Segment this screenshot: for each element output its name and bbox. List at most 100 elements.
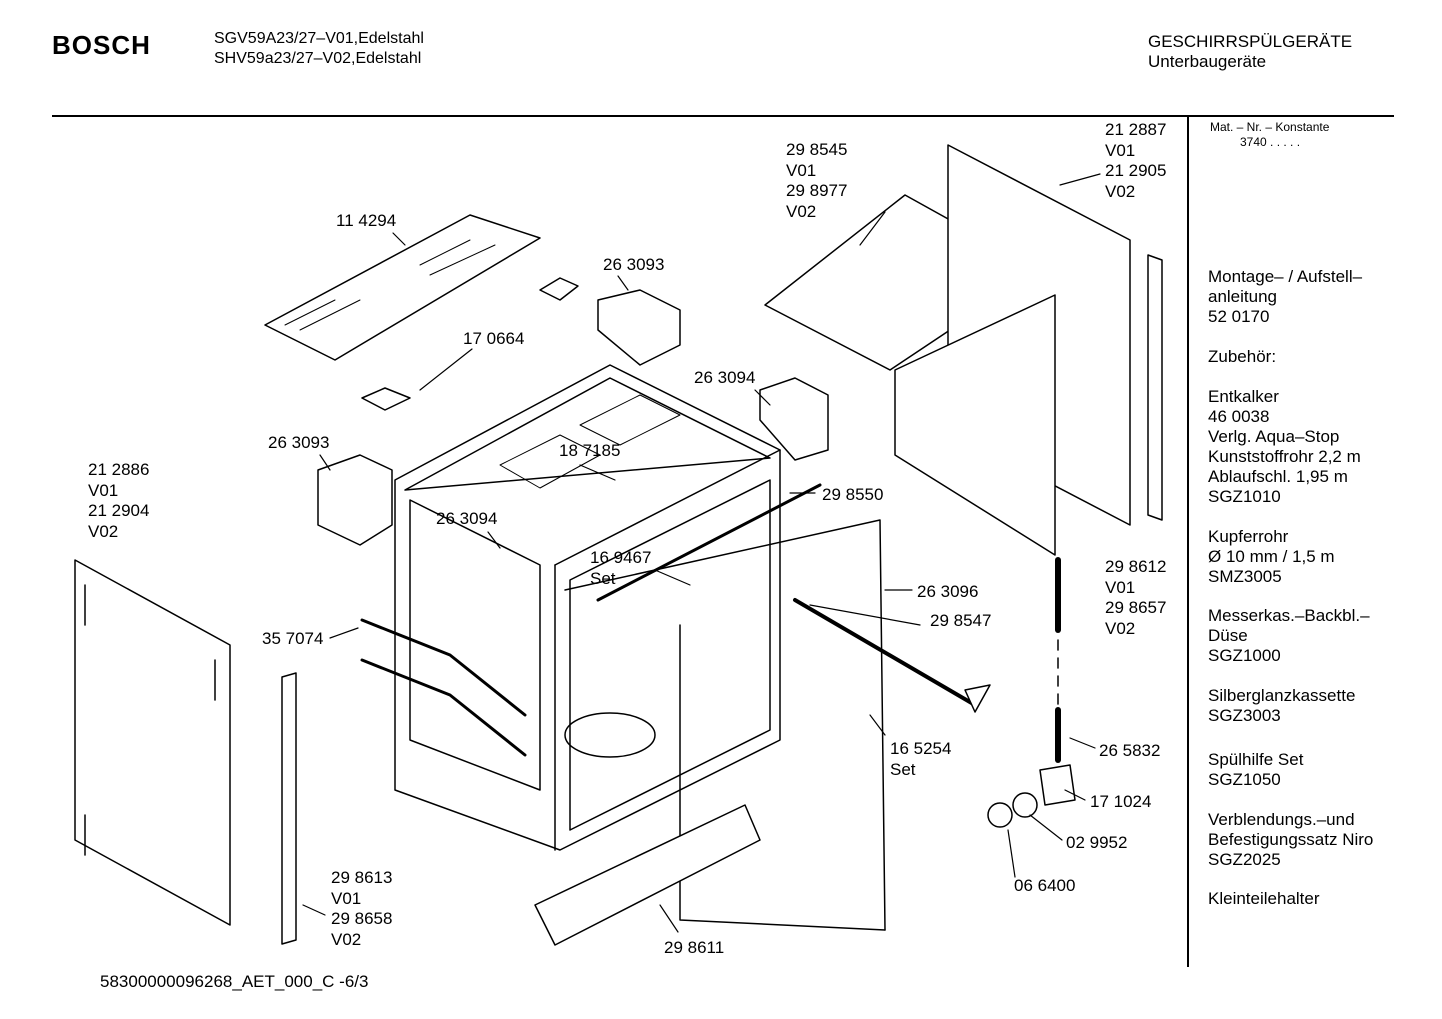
part-number-line: 26 3093 xyxy=(603,255,665,274)
category-subtitle: Unterbaugeräte xyxy=(1148,52,1267,71)
accessory-line: Kunststoffrohr 2,2 m xyxy=(1208,447,1361,466)
part-number-line: 26 3096 xyxy=(917,582,979,601)
part-number-line: 21 2905 xyxy=(1105,161,1167,180)
document-id: 58300000096268_AET_000_C -6/3 xyxy=(100,972,369,991)
part-valve-fitting xyxy=(987,764,1076,828)
part-number-line: V01 xyxy=(88,480,119,500)
accessory-line: Silberglanzkassette xyxy=(1208,686,1356,705)
accessory-line: SGZ1010 xyxy=(1208,487,1281,506)
part-number-line: 17 0664 xyxy=(463,329,525,348)
part-label: 17 1024 xyxy=(1090,792,1151,813)
accessory-line: Spülhilfe Set xyxy=(1208,750,1304,769)
part-number-line: 26 3093 xyxy=(268,433,330,452)
category-title: GESCHIRRSPÜLGERÄTE xyxy=(1148,32,1353,51)
mat-nr-value: 3740 . . . . . xyxy=(1240,135,1301,149)
sidebar-divider xyxy=(1187,117,1189,967)
part-number-line: V02 xyxy=(786,201,817,221)
model-line-1: SGV59A23/27–V01,Edelstahl xyxy=(214,30,424,47)
accessory-line: Ablaufschl. 1,95 m xyxy=(1208,467,1348,486)
accessory-line: Entkalker xyxy=(1208,387,1279,406)
part-label: 18 7185 xyxy=(559,441,620,462)
part-number-line: 21 2904 xyxy=(88,501,150,520)
part-number-line: 29 8550 xyxy=(822,485,884,504)
part-label: 26 3094 xyxy=(694,368,755,389)
part-number-line: 02 9952 xyxy=(1066,833,1128,852)
part-number-line: 26 3094 xyxy=(436,509,498,528)
part-number-line: 11 4294 xyxy=(336,211,397,230)
part-number-line: 21 2887 xyxy=(1105,120,1167,139)
part-number-line: V01 xyxy=(1105,140,1136,160)
part-spray-arm xyxy=(793,598,991,713)
part-number-line: 29 8613 xyxy=(331,868,393,887)
accessory-line: Verlg. Aqua–Stop xyxy=(1208,427,1340,446)
part-tub-body xyxy=(394,364,781,851)
part-number-line: 35 7074 xyxy=(262,629,324,648)
mat-nr-label: Mat. – Nr. – Konstante xyxy=(1210,120,1330,134)
part-number-line: 29 8547 xyxy=(930,611,992,630)
part-label: 29 8547 xyxy=(930,611,991,632)
part-side-panel-right xyxy=(894,144,1131,556)
part-door-seal xyxy=(564,519,886,931)
part-number-line: 06 6400 xyxy=(1014,876,1076,895)
accessory-line: SGZ1050 xyxy=(1208,770,1281,789)
accessory-line: Ø 10 mm / 1,5 m xyxy=(1208,547,1335,566)
accessory-line: Verblendungs.–und xyxy=(1208,810,1355,829)
part-number-line: 29 8657 xyxy=(1105,598,1167,617)
part-mounting-bracket xyxy=(361,277,579,411)
part-label: 06 6400 xyxy=(1014,876,1075,897)
part-number-line: 21 2886 xyxy=(88,460,150,479)
accessory-line: Düse xyxy=(1208,626,1248,645)
part-label: 26 3093 xyxy=(603,255,664,276)
accessory-line: SMZ3005 xyxy=(1208,567,1282,586)
part-number-line: 26 5832 xyxy=(1099,741,1161,760)
part-number-line: 16 9467 xyxy=(590,548,652,567)
part-number-line: 29 8611 xyxy=(664,938,725,957)
part-number-line: V02 xyxy=(1105,618,1136,638)
accessory-block: Kleinteilehalter xyxy=(1208,889,1320,909)
part-bracket-left xyxy=(317,454,393,546)
accessory-block: Zubehör: xyxy=(1208,347,1276,367)
part-number-line: V01 xyxy=(786,160,817,180)
part-number-line: V02 xyxy=(331,929,362,949)
part-number-line: 29 8658 xyxy=(331,909,393,928)
part-number-line: 26 3094 xyxy=(694,368,756,387)
part-side-panel-left xyxy=(74,559,231,926)
accessory-line: SGZ2025 xyxy=(1208,850,1281,869)
accessory-line: Kupferrohr xyxy=(1208,527,1289,546)
part-label: 29 8550 xyxy=(822,485,883,506)
accessory-line: SGZ3003 xyxy=(1208,706,1281,725)
part-number-line: V01 xyxy=(1105,577,1136,597)
part-label: 26 3094 xyxy=(436,509,497,530)
part-number-line: Set xyxy=(590,568,616,588)
accessory-line: anleitung xyxy=(1208,287,1278,306)
part-trim-strip-left xyxy=(281,672,297,945)
accessory-line: Messerkas.–Backbl.– xyxy=(1208,606,1370,625)
part-base-plate xyxy=(534,804,761,946)
part-number-line: V01 xyxy=(331,888,362,908)
part-number-line: 17 1024 xyxy=(1090,792,1152,811)
part-label: 26 3093 xyxy=(268,433,329,454)
accessory-line: Montage– / Aufstell– xyxy=(1208,267,1363,286)
header-divider xyxy=(52,115,1394,117)
accessory-line: 46 0038 xyxy=(1208,407,1270,426)
part-number-line: 16 5254 xyxy=(890,739,952,758)
part-label: 35 7074 xyxy=(262,629,323,650)
part-cover-strip xyxy=(264,214,541,361)
brand-logo: BOSCH xyxy=(52,30,151,60)
part-label: 11 4294 xyxy=(336,211,396,232)
part-side-rails xyxy=(360,618,527,757)
